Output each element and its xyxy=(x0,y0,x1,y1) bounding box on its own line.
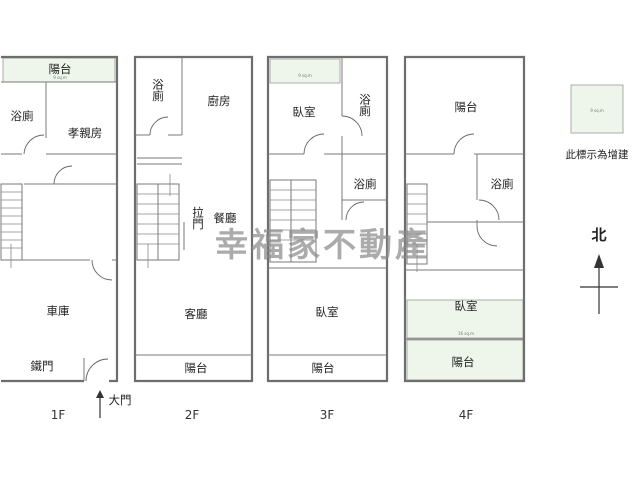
4f-balcony-bottom-label: 陽台 xyxy=(452,355,475,369)
entrance-arrow-icon xyxy=(96,390,104,398)
2f-bath-door xyxy=(149,116,169,136)
north-label: 北 xyxy=(591,226,606,244)
legend-sample-area: 9 sq.m xyxy=(590,108,604,113)
1f-stairs xyxy=(0,183,23,268)
1f-bath-label: 浴廁 xyxy=(11,109,34,123)
3f-bedroom-door xyxy=(303,133,325,155)
floor-label-4f: 4F xyxy=(459,408,474,422)
3f-stairs xyxy=(269,179,317,263)
2f-balcony-label: 陽台 xyxy=(185,361,208,375)
floor-label-2f: 2F xyxy=(185,408,200,422)
2f-bath-label: 浴廁 xyxy=(151,79,165,103)
4f-balcony-door xyxy=(453,133,475,155)
4f-balcony-top-label: 陽台 xyxy=(455,100,478,114)
2f-kitchen-label: 廚房 xyxy=(208,94,231,108)
4f-balcony-addition xyxy=(406,339,524,381)
floor-4f: 陽台 浴廁 臥室 16 sq.m 陽台 4F xyxy=(403,55,526,422)
legend-addition-swatch xyxy=(570,84,624,134)
3f-bedroom-main-label: 臥室 xyxy=(316,305,339,319)
4f-addition-area: 16 sq.m xyxy=(458,331,474,336)
4f-bedroom-label: 臥室 xyxy=(455,299,478,313)
4f-bath-door xyxy=(478,199,500,221)
3f-bedroom-addition xyxy=(269,58,341,84)
2f-dining-label: 餐廳 xyxy=(214,211,237,225)
3f-balcony-label: 陽台 xyxy=(312,361,335,375)
1f-iron-gate-label: 鐵門 xyxy=(31,359,54,373)
1f-room-door xyxy=(53,165,73,185)
1f-main-door xyxy=(85,358,109,382)
3f-bedroom-top-label: 臥室 xyxy=(293,105,316,119)
1f-parents-room-label: 孝親房 xyxy=(68,126,103,140)
floor-1f: 陽台 9 sq.m 浴廁 孝親房 車庫 鐵門 大門 1F xyxy=(0,55,132,422)
legend-text: 此標示為增建 xyxy=(566,148,629,161)
floor-label-3f: 3F xyxy=(320,408,335,422)
north-arrow: 北 xyxy=(580,226,618,314)
4f-bedroom-addition xyxy=(406,299,524,339)
floor-label-1f: 1F xyxy=(51,408,66,422)
3f-addition-area: 9 sq.m xyxy=(298,73,312,78)
2f-stairs xyxy=(136,174,180,268)
1f-garage-label: 車庫 xyxy=(47,304,70,318)
3f-bath-top-label: 浴廁 xyxy=(358,94,372,118)
1f-balcony-label: 陽台 xyxy=(49,62,72,76)
north-arrow-icon xyxy=(594,254,604,268)
4f-bedroom-door xyxy=(476,225,498,247)
1f-balcony-addition xyxy=(2,57,116,83)
watermark: 幸福家不動產 xyxy=(215,225,431,264)
4f-stairs xyxy=(406,183,428,272)
1f-garage-door xyxy=(91,259,113,281)
2f-sliding-door-label: 拉門 xyxy=(191,206,205,231)
3f-bath-top-door xyxy=(341,115,363,137)
4f-bath-label: 浴廁 xyxy=(491,177,514,191)
1f-balcony-area: 9 sq.m xyxy=(53,75,67,80)
2f-living-label: 客廳 xyxy=(185,307,208,321)
floor-2f: 浴廁 廚房 餐廳 拉門 客廳 陽台 2F xyxy=(133,55,254,422)
legend: 9 sq.m 此標示為增建 xyxy=(566,84,629,161)
main-gate-label: 大門 xyxy=(109,393,132,407)
floor-3f: 9 sq.m 臥室 浴廁 浴廁 臥室 陽台 3F xyxy=(266,55,389,422)
3f-bath-mid-label: 浴廁 xyxy=(354,177,377,191)
1f-bath-door xyxy=(23,134,45,155)
3f-bath-mid-door xyxy=(345,201,365,221)
